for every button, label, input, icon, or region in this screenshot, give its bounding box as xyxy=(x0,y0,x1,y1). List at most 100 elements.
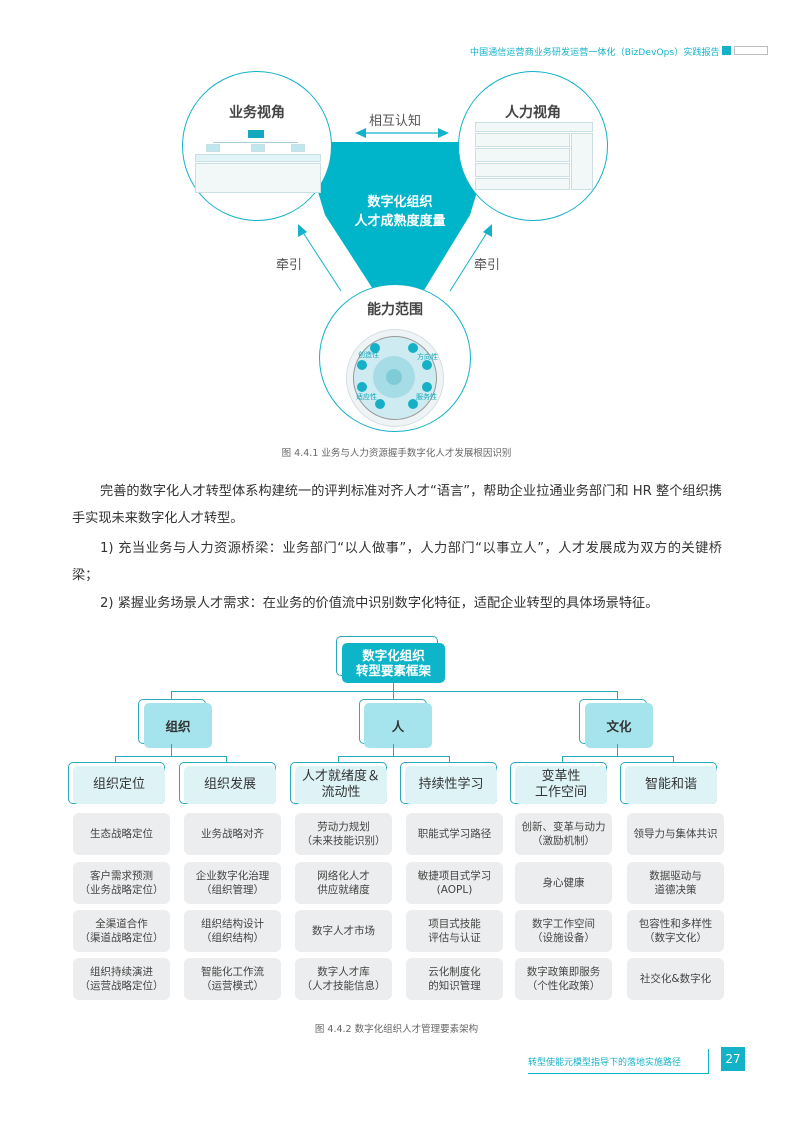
leaf-item: 数字工作空间（设施设备） xyxy=(515,910,612,952)
level2-outline xyxy=(400,762,497,804)
leaf-item: 数据驱动与道德决策 xyxy=(627,862,724,904)
leaf-item: 生态战略定位 xyxy=(73,813,170,855)
capability-label-adaptability: 适应性 xyxy=(356,393,377,401)
connector xyxy=(562,756,674,758)
level2-outline xyxy=(620,762,717,804)
connector xyxy=(617,744,619,756)
connector xyxy=(673,756,675,762)
leaf-item: 创新、变革与动力（激励机制） xyxy=(515,813,612,855)
level2-node: 变革性工作空间 xyxy=(515,766,607,804)
leaf-item: 业务战略对齐 xyxy=(184,813,281,855)
capability-wheel-core xyxy=(386,369,402,385)
level1-node-org: 组织 xyxy=(144,703,212,748)
level2-label: 人才就绪度＆ xyxy=(301,769,380,784)
level1-node-culture: 文化 xyxy=(585,703,653,748)
figure-4-4-1: 业务视角 人力视角 数字化组织 人才成熟度度量 相互认知 牵引 牵引 能力范围 xyxy=(0,0,793,459)
connector xyxy=(171,691,618,693)
leaf-item: 组织持续演进（运营战略定位） xyxy=(73,958,170,1000)
mini-chart-node xyxy=(206,144,220,152)
connector xyxy=(393,744,395,756)
leaf-item: 客户需求预测（业务战略定位） xyxy=(73,862,170,904)
capability-node-dot xyxy=(357,382,367,392)
level2-label-2: 流动性 xyxy=(321,785,361,800)
mini-table-row xyxy=(475,122,593,132)
capability-label-service: 服务性 xyxy=(416,393,437,401)
page-number: 27 xyxy=(721,1047,745,1071)
business-view-title: 业务视角 xyxy=(229,105,285,121)
leaf-item: 组织结构设计（组织结构） xyxy=(184,910,281,952)
maturity-line1: 数字化组织 xyxy=(367,195,433,210)
level2-outline xyxy=(290,762,387,804)
pull-left-label: 牵引 xyxy=(276,258,303,273)
mini-chart-root xyxy=(248,130,264,138)
capability-node-dot xyxy=(422,382,432,392)
level2-label: 变革性 xyxy=(541,769,581,784)
connector xyxy=(338,756,340,762)
leaf-item: 企业数字化治理（组织管理） xyxy=(184,862,281,904)
connector xyxy=(171,744,173,756)
leaf-item: 职能式学习路径 xyxy=(406,813,503,855)
level2-label: 持续性学习 xyxy=(418,777,484,792)
level2-outline xyxy=(179,762,276,804)
level2-node: 持续性学习 xyxy=(405,766,497,804)
header-outline-box xyxy=(734,46,768,55)
level1-outline xyxy=(359,699,427,744)
business-view-circle: 业务视角 xyxy=(182,71,332,221)
leaf-item: 云化制度化的知识管理 xyxy=(406,958,503,1000)
mini-table-row xyxy=(475,148,570,162)
figure-caption-4-4-1: 图 4.4.1 业务与人力资源握手数字化人才发展根因识别 xyxy=(281,448,512,459)
level2-node: 人才就绪度＆流动性 xyxy=(295,766,387,804)
connector xyxy=(562,756,564,762)
leaf-item: 劳动力规划（未来技能识别） xyxy=(295,813,392,855)
header-square-marker xyxy=(722,46,731,55)
maturity-line2: 人才成熟度度量 xyxy=(354,214,446,229)
mini-chart-row xyxy=(195,154,321,162)
figure-caption-4-4-2: 图 4.4.2 数字化组织人才管理要素架构 xyxy=(314,1024,479,1035)
connector xyxy=(115,756,117,762)
level2-label-2: 工作空间 xyxy=(534,785,587,800)
level2-outline xyxy=(510,762,607,804)
level2-label: 组织定位 xyxy=(92,777,145,792)
leaf-item: 数字人才市场 xyxy=(295,910,392,952)
connector xyxy=(393,683,395,691)
capability-node-dot xyxy=(375,399,385,409)
level2-label: 智能和谐 xyxy=(644,777,697,792)
capability-node-dot xyxy=(357,360,367,370)
leaf-item: 数字人才库（人才技能信息） xyxy=(295,958,392,1000)
connector xyxy=(338,756,450,758)
hr-view-circle: 人力视角 xyxy=(458,71,608,221)
level2-node: 智能和谐 xyxy=(625,766,717,804)
footer-divider xyxy=(708,1049,710,1074)
capability-scope-circle: 能力范围 创造性 方向性 适应性 服务性 xyxy=(319,284,471,432)
leaf-item: 网络化人才供应就绪度 xyxy=(295,862,392,904)
footer-rule xyxy=(528,1073,708,1075)
level1-node-people: 人 xyxy=(364,703,432,748)
level1-outline xyxy=(579,699,647,744)
capability-node-dot xyxy=(370,343,380,353)
capability-scope-title: 能力范围 xyxy=(367,302,423,318)
capability-label-direction: 方向性 xyxy=(417,353,438,361)
mini-chart-node xyxy=(291,144,305,152)
body-paragraph-1: 完善的数字化人才转型体系构建统一的评判标准对齐人才“语言”，帮助企业拉通业务部门… xyxy=(72,484,722,526)
pentagon-diagram-shape xyxy=(298,128,492,300)
mini-table-row xyxy=(475,178,570,190)
leaf-item: 领导力与集体共识 xyxy=(627,813,724,855)
connector xyxy=(617,691,619,699)
leaf-item: 包容性和多样性（数字文化） xyxy=(627,910,724,952)
mini-table-row xyxy=(475,163,570,177)
connector xyxy=(115,756,227,758)
connector xyxy=(393,691,395,699)
leaf-item: 项目式技能评估与认证 xyxy=(406,910,503,952)
leaf-item: 敏捷项目式学习(AOPL) xyxy=(406,862,503,904)
root-line1: 数字化组织 xyxy=(362,648,425,663)
mini-chart-connector xyxy=(213,142,298,143)
capability-node-dot xyxy=(422,360,432,370)
mutual-cognition-label: 相互认知 xyxy=(369,114,422,129)
level2-node: 组织定位 xyxy=(73,766,165,804)
root-line2: 转型要素框架 xyxy=(355,663,431,678)
mini-table-row xyxy=(475,133,570,147)
maturity-measure-label: 数字化组织 人才成熟度度量 xyxy=(320,193,480,231)
capability-label-creativity: 创造性 xyxy=(358,351,379,359)
connector xyxy=(171,691,173,699)
leaf-item: 智能化工作流（运营模式） xyxy=(184,958,281,1000)
